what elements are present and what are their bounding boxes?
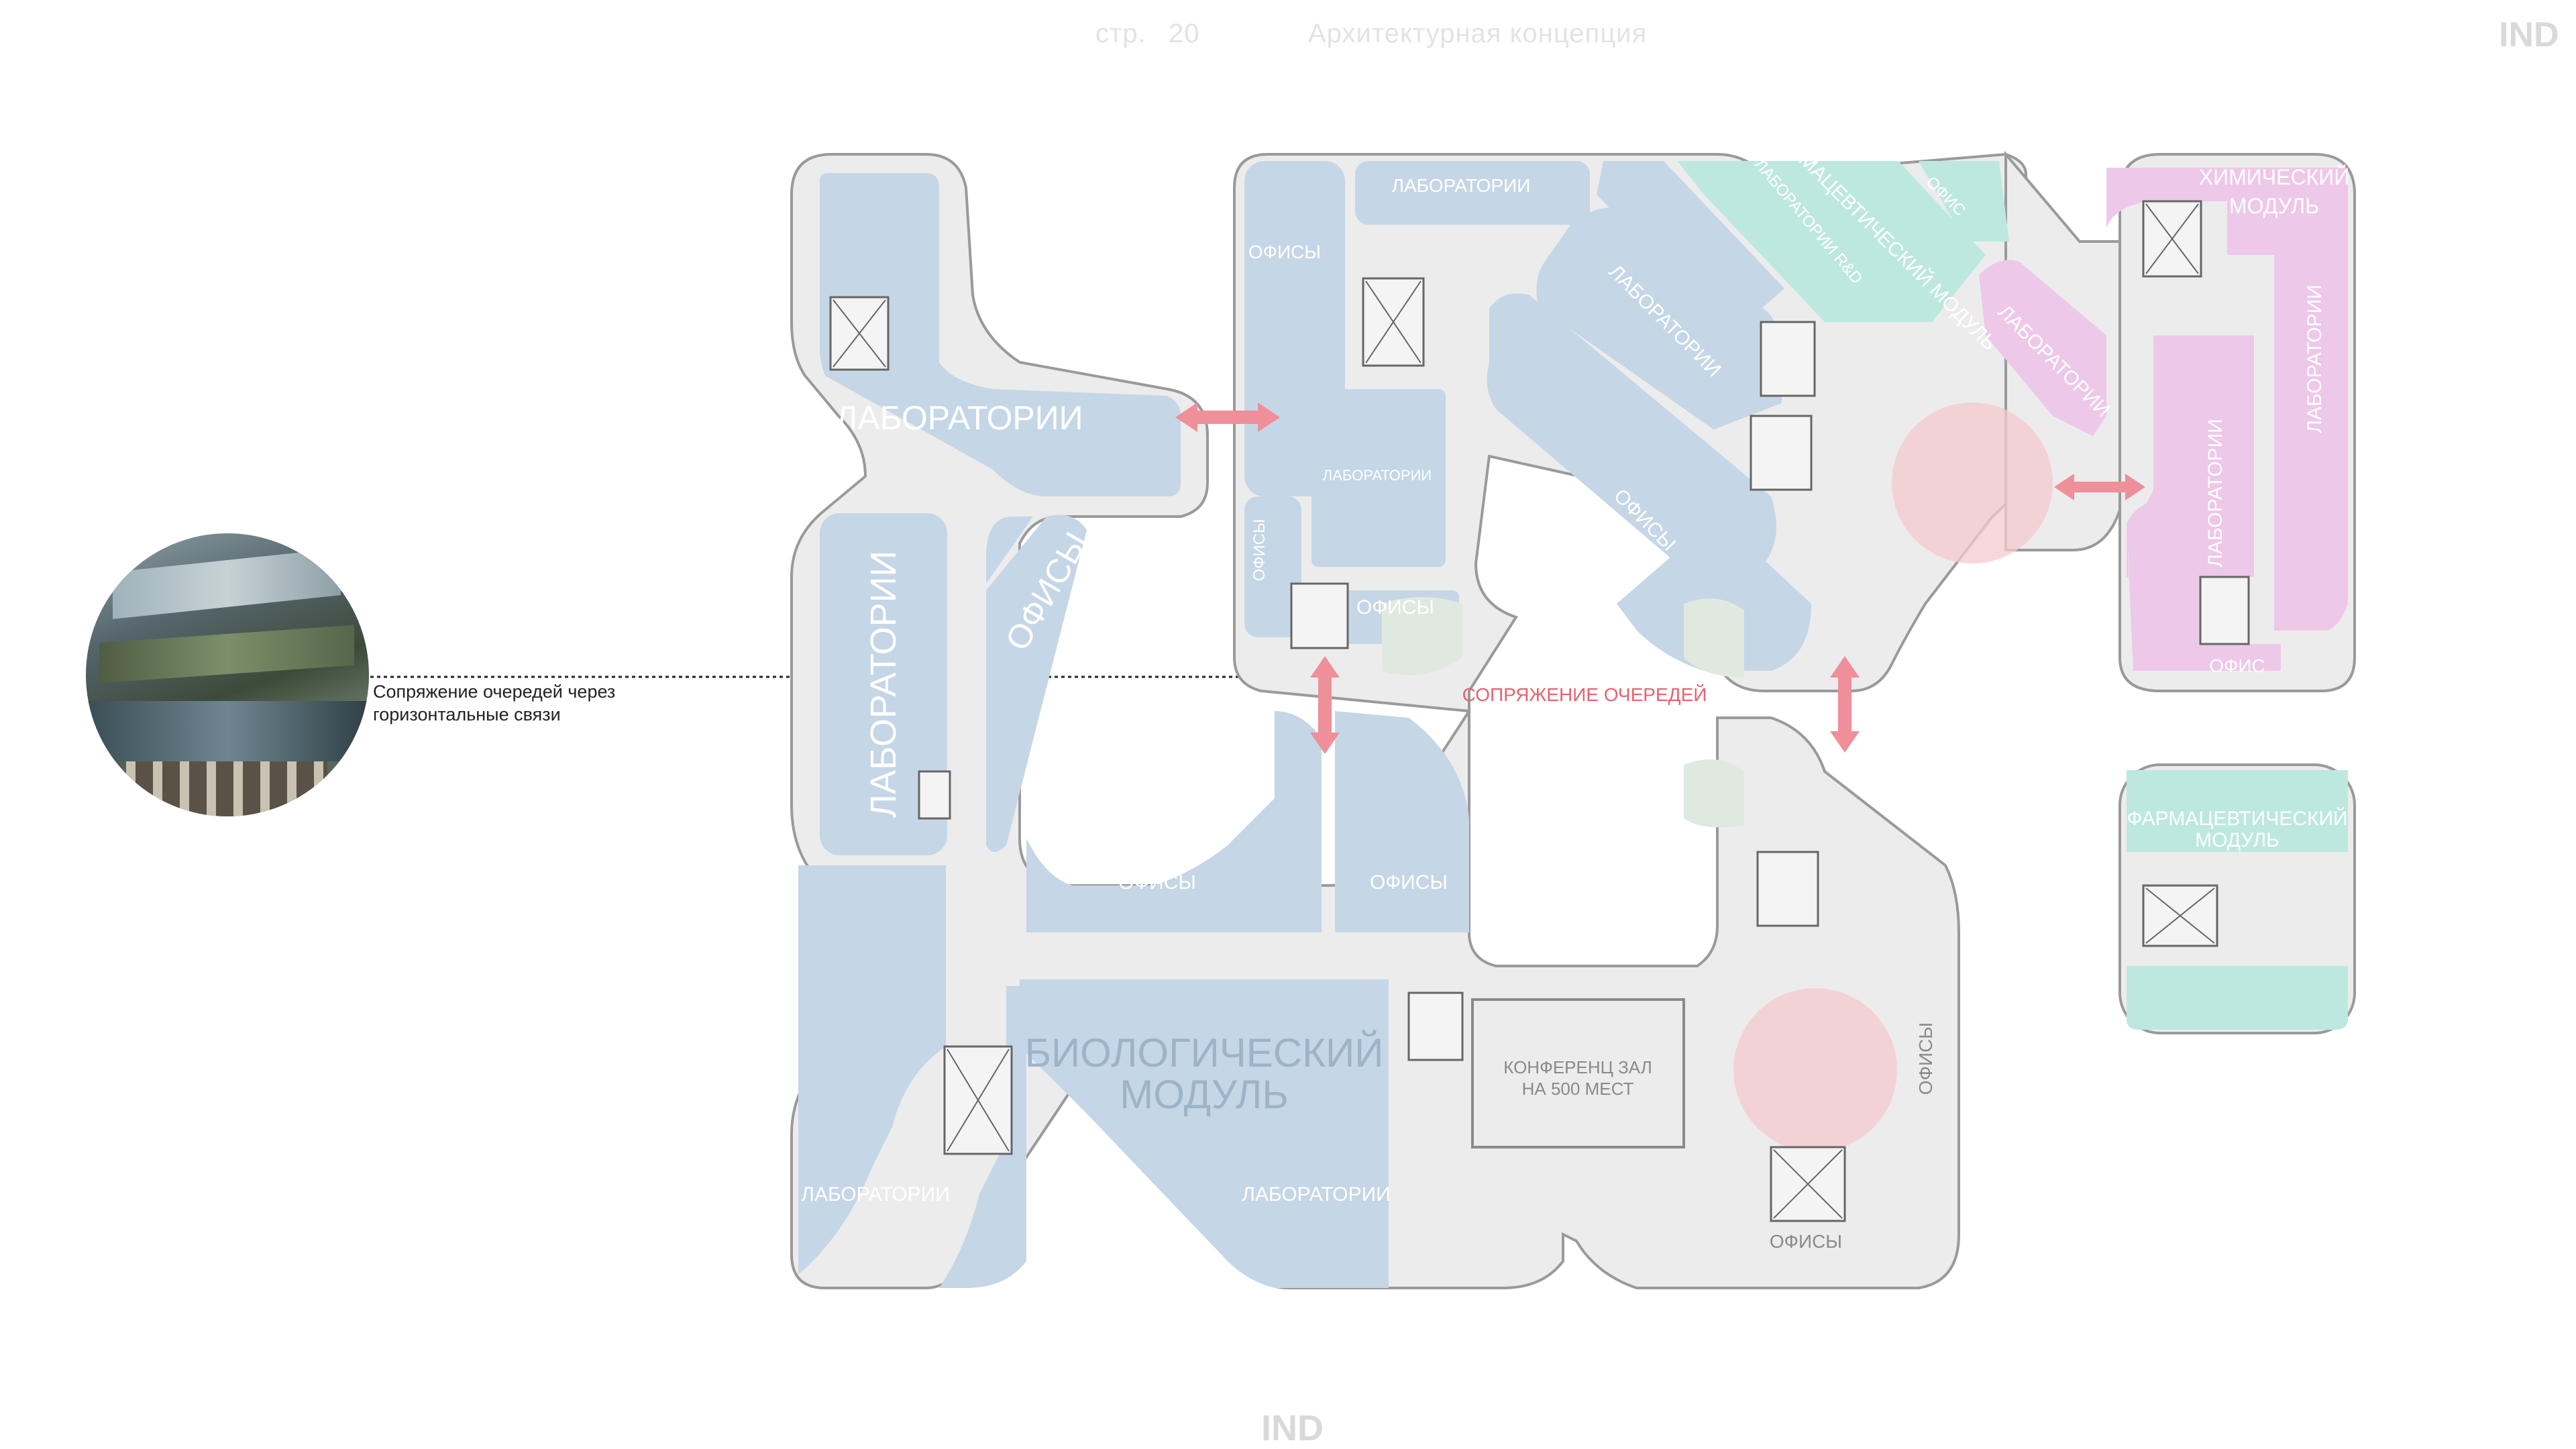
terrace-render-image	[86, 533, 369, 816]
section-title: Архитектурная концепция	[1308, 19, 1648, 48]
label-lab-top-center: ЛАБОРАТОРИИ	[1392, 175, 1531, 196]
page-prefix: стр.	[1095, 19, 1146, 48]
label-conf-line1: КОНФЕРЕНЦ ЗАЛ	[1503, 1057, 1652, 1077]
label-pharma2-line2: МОДУЛЬ	[2195, 829, 2279, 851]
label-junction: СОПРЯЖЕНИЕ ОЧЕРЕДЕЙ	[1462, 684, 1707, 705]
pharma-zones	[1677, 161, 2348, 1030]
photo-caption: Сопряжение очередей через горизонтальные…	[373, 680, 668, 726]
label-lab-pink-v2: ЛАБОРАТОРИИ	[2204, 419, 2226, 568]
label-offices-bl: ОФИСЫ	[1118, 871, 1196, 894]
label-pharma2-line1: ФАРМАЦЕВТИЧЕСКИЙ	[2127, 807, 2347, 830]
label-offices-bc: ОФИСЫ	[1370, 871, 1448, 894]
caption-line-1: Сопряжение очередей через	[373, 682, 616, 702]
label-bio-line2: МОДУЛЬ	[1120, 1072, 1289, 1117]
hotspot-circles	[1733, 402, 2053, 1152]
lab-zones	[798, 161, 1811, 1288]
logo-bottom: IND	[1261, 1408, 1324, 1448]
link-arrows	[1175, 402, 2145, 754]
label-office-pink: ОФИС	[2209, 655, 2265, 676]
core-crosses	[833, 203, 2215, 1219]
label-chem-line1: ХИМИЧЕСКИЙ	[2199, 165, 2349, 189]
label-offices-right-v: ОФИСЫ	[1915, 1022, 1936, 1095]
page-number: 20	[1169, 19, 1200, 48]
label-bio-line1: БИОЛОГИЧЕСКИЙ	[1025, 1030, 1384, 1075]
label-lab-top-left: ЛАБОРАТОРИИ	[835, 399, 1083, 437]
label-offices-mid: ОФИСЫ	[1356, 596, 1434, 619]
label-offices-vertical-small: ОФИСЫ	[1250, 519, 1269, 582]
label-offices-bottom-right: ОФИСЫ	[1770, 1231, 1842, 1252]
conference-hall	[1471, 998, 1685, 1148]
label-conf-line2: НА 500 МЕСТ	[1522, 1079, 1634, 1099]
landscape-patches	[1382, 597, 1744, 828]
label-lab-center-small: ЛАБОРАТОРИИ	[1323, 467, 1432, 484]
label-lab-vertical: ЛАБОРАТОРИИ	[863, 551, 904, 818]
label-lab-bottom-center: ЛАБОРАТОРИИ	[1242, 1183, 1391, 1205]
label-lab-bottom-left: ЛАБОРАТОРИИ	[801, 1183, 950, 1205]
logo-top: IND	[2499, 15, 2559, 54]
label-chem-line2: МОДУЛЬ	[2229, 194, 2319, 218]
core-blocks	[829, 200, 2250, 1222]
label-offices-top: ОФИСЫ	[1248, 241, 1321, 262]
label-lab-pink-v1: ЛАБОРАТОРИИ	[2304, 284, 2326, 433]
caption-line-2: горизонтальные связи	[373, 704, 561, 724]
